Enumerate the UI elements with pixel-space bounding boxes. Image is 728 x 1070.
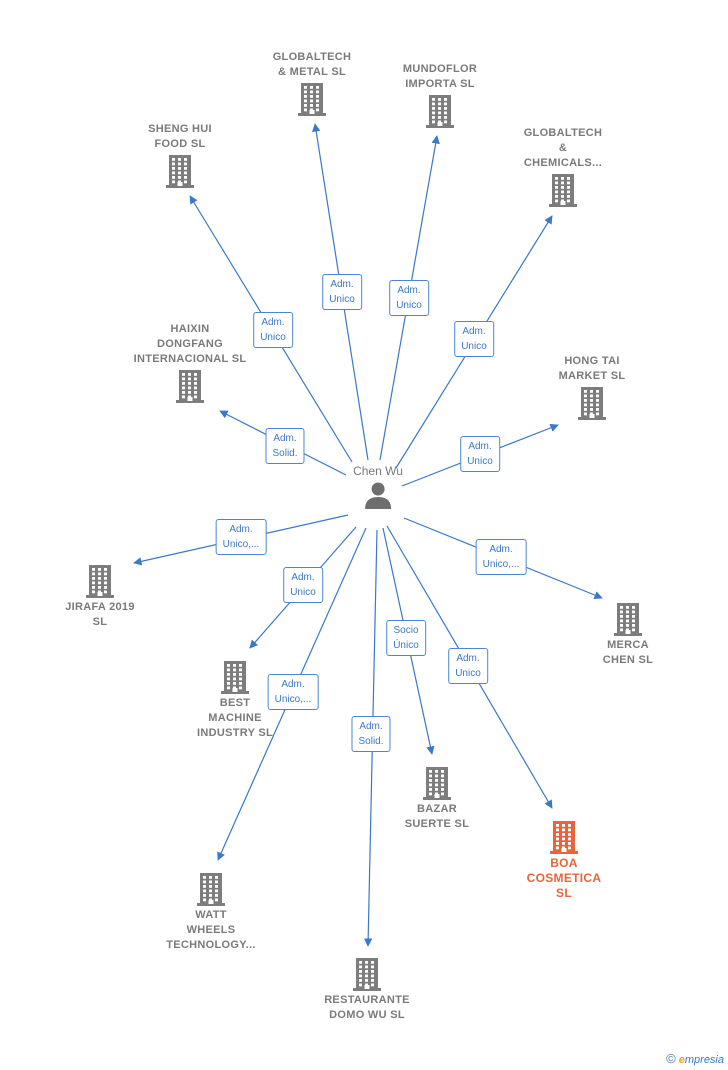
company-label: HONG TAI MARKET SL xyxy=(558,355,626,382)
person-name: Chen Wu xyxy=(353,464,403,478)
building-icon xyxy=(353,958,381,991)
role-label-bazar: Socio Único xyxy=(386,620,426,656)
role-label-best: Adm. Unico xyxy=(283,567,323,603)
company-label: WATT WHEELS TECHNOLOGY... xyxy=(166,909,256,951)
role-label-sheng: Adm. Unico xyxy=(253,312,293,348)
company-label: BEST MACHINE INDUSTRY SL xyxy=(196,697,274,739)
building-icon xyxy=(614,603,642,636)
building-icon xyxy=(550,821,578,854)
company-node-hongtai[interactable]: HONG TAI MARKET SL xyxy=(512,354,672,422)
role-label-glmetal: Adm. Unico xyxy=(322,274,362,310)
role-label-boa: Adm. Unico xyxy=(448,648,488,684)
role-label-watt: Adm. Unico,... xyxy=(267,674,319,710)
company-node-watt[interactable]: WATT WHEELS TECHNOLOGY... xyxy=(131,870,291,953)
company-label: SHENG HUI FOOD SL xyxy=(148,123,212,150)
brand-logo: empresia xyxy=(678,1054,724,1066)
company-node-merca[interactable]: MERCA CHEN SL xyxy=(548,600,708,668)
company-node-rest[interactable]: RESTAURANTE DOMO WU SL xyxy=(287,955,447,1023)
building-icon xyxy=(86,565,114,598)
role-label-mundo: Adm. Unico xyxy=(389,280,429,316)
role-label-rest: Adm. Solid. xyxy=(351,716,391,752)
company-node-bazar[interactable]: BAZAR SUERTE SL xyxy=(357,764,517,832)
company-node-mundo[interactable]: MUNDOFLOR IMPORTA SL xyxy=(360,62,520,130)
building-icon xyxy=(166,155,194,188)
company-label: GLOBALTECH & METAL SL xyxy=(272,51,352,78)
role-label-glchem: Adm. Unico xyxy=(454,321,494,357)
center-person[interactable]: Chen Wu xyxy=(353,464,403,512)
company-label: JIRAFA 2019 SL xyxy=(65,601,135,628)
building-icon xyxy=(578,387,606,420)
building-icon xyxy=(549,174,577,207)
role-label-jirafa: Adm. Unico,... xyxy=(215,519,267,555)
building-icon xyxy=(426,95,454,128)
footer-brand: © empresia xyxy=(666,1051,724,1066)
company-node-boa[interactable]: BOA COSMETICA SL xyxy=(484,818,644,901)
company-node-sheng[interactable]: SHENG HUI FOOD SL xyxy=(100,122,260,190)
role-label-haixin: Adm. Solid. xyxy=(265,428,305,464)
company-label: MUNDOFLOR IMPORTA SL xyxy=(402,63,478,90)
company-node-haixin[interactable]: HAIXIN DONGFANG INTERNACIONAL SL xyxy=(110,322,270,405)
company-label: GLOBALTECH & CHEMICALS... xyxy=(523,127,603,169)
company-label: MERCA CHEN SL xyxy=(602,639,654,666)
company-label: HAIXIN DONGFANG INTERNACIONAL SL xyxy=(133,323,247,365)
company-node-best[interactable]: BEST MACHINE INDUSTRY SL xyxy=(155,658,315,741)
building-icon xyxy=(176,370,204,403)
role-label-merca: Adm. Unico,... xyxy=(475,539,527,575)
building-icon xyxy=(197,873,225,906)
building-icon xyxy=(298,83,326,116)
company-label: RESTAURANTE DOMO WU SL xyxy=(324,994,410,1021)
company-node-glmetal[interactable]: GLOBALTECH & METAL SL xyxy=(232,50,392,118)
role-label-hongtai: Adm. Unico xyxy=(460,436,500,472)
building-icon xyxy=(423,767,451,800)
company-label: BAZAR SUERTE SL xyxy=(404,803,470,830)
company-node-glchem[interactable]: GLOBALTECH & CHEMICALS... xyxy=(483,126,643,209)
building-icon xyxy=(221,661,249,694)
company-node-jirafa[interactable]: JIRAFA 2019 SL xyxy=(20,562,180,630)
person-icon xyxy=(365,482,391,509)
copyright-symbol: © xyxy=(666,1051,676,1066)
company-label: BOA COSMETICA SL xyxy=(526,856,602,900)
